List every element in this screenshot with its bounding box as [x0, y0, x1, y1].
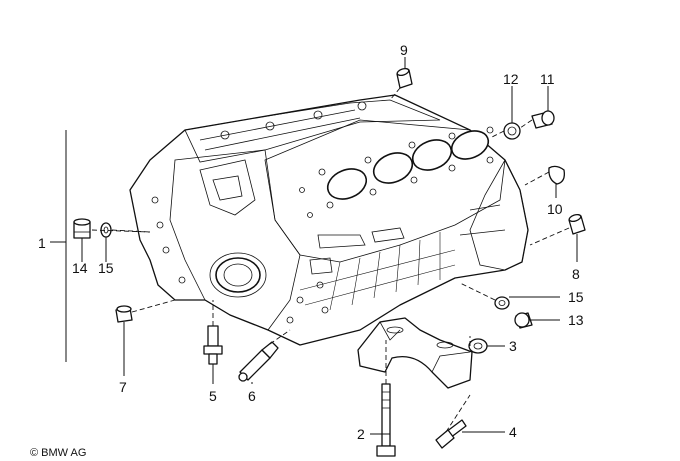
callout-1: 1 [38, 235, 46, 251]
callout-3: 3 [509, 338, 517, 354]
callout-7: 7 [119, 379, 127, 395]
callout-labels: 1 2 3 4 5 6 7 8 9 10 11 12 13 14 15 15 [38, 42, 584, 442]
callout-11: 11 [540, 71, 555, 87]
cylinder-bore-3 [411, 139, 453, 171]
cylinder-bore-4 [450, 130, 490, 160]
bolt-3 [468, 338, 488, 354]
sensor-6 [238, 341, 279, 382]
copyright-notice: © BMW AG [30, 447, 86, 459]
callout-14: 14 [72, 260, 88, 276]
callout-15-left: 15 [98, 260, 114, 276]
seal-ring-12 [503, 122, 521, 140]
callout-5: 5 [209, 388, 217, 404]
callout-10: 10 [547, 201, 563, 217]
leader-lines [50, 57, 578, 435]
bolt-4 [435, 419, 467, 449]
sealing-washer-15-right [494, 296, 510, 310]
screw-plug-14 [73, 218, 91, 239]
screw-plug-13 [514, 312, 533, 329]
callout-13: 13 [568, 312, 584, 328]
expansion-plug-10 [548, 165, 565, 185]
cylinder-bore-1 [326, 168, 368, 200]
callout-2: 2 [357, 426, 365, 442]
dowel-sleeve-7 [115, 305, 133, 323]
sensor-5 [203, 325, 223, 365]
callout-15-right: 15 [568, 289, 584, 305]
callout-8: 8 [572, 266, 580, 282]
dowel-sleeve-8 [568, 213, 586, 235]
main-bearing-cap [357, 317, 473, 389]
callout-6: 6 [248, 388, 256, 404]
callout-4: 4 [509, 424, 517, 440]
bolt-2 [376, 383, 396, 457]
dowel-sleeve-9 [396, 67, 413, 89]
callout-12: 12 [503, 71, 519, 87]
engine-block [129, 94, 529, 346]
callout-9: 9 [400, 42, 408, 58]
screw-plug-11 [531, 110, 555, 129]
cylinder-bore-2 [372, 152, 414, 184]
